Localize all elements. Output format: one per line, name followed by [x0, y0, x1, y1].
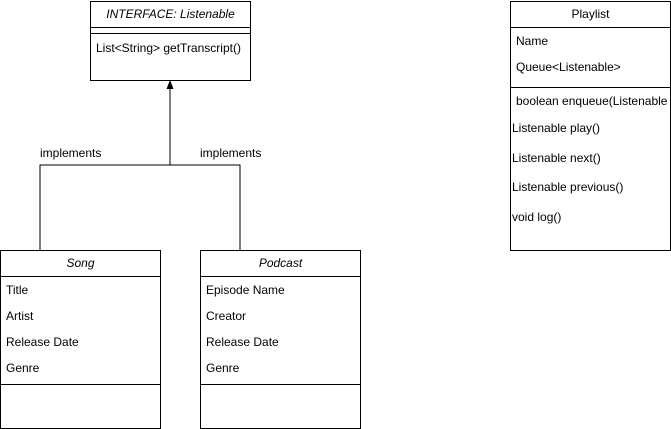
- implements-arrowhead: [166, 80, 174, 89]
- playlist-attribute: Name: [516, 34, 549, 48]
- playlist-attribute: Queue<Listenable>: [516, 60, 621, 74]
- song-implements-label: implements: [40, 146, 102, 160]
- podcast-implements-label: implements: [200, 146, 262, 160]
- class-divider: [201, 384, 360, 385]
- playlist-title: Playlist: [571, 7, 610, 21]
- song-attribute: Genre: [6, 361, 40, 375]
- podcast-attribute: Release Date: [206, 335, 279, 349]
- podcast-title: Podcast: [258, 256, 303, 270]
- playlist-method: Listenable play(): [512, 121, 601, 135]
- class-divider: [511, 87, 670, 88]
- song-attribute: Artist: [6, 309, 34, 323]
- playlist-method: Listenable next(): [512, 151, 601, 165]
- playlist-method: void log(): [512, 210, 562, 224]
- podcast-class: Podcast Episode Name Creator Release Dat…: [200, 250, 361, 429]
- playlist-method: boolean enqueue(Listenable: [516, 94, 668, 108]
- song-class: Song Title Artist Release Date Genre: [0, 250, 161, 429]
- class-divider: [91, 27, 250, 28]
- song-implements-line: [39, 164, 241, 250]
- podcast-attribute: Creator: [206, 309, 247, 323]
- class-divider: [511, 27, 670, 28]
- song-attribute: Title: [6, 283, 29, 297]
- playlist-class: Playlist Name Queue<Listenable> boolean …: [510, 1, 671, 251]
- playlist-method: Listenable previous(): [512, 180, 624, 194]
- interface-listenable-class: INTERFACE: Listenable List<String> getTr…: [90, 1, 251, 81]
- song-attribute: Release Date: [6, 335, 79, 349]
- interface-method: List<String> getTranscript(): [96, 41, 241, 55]
- class-divider: [91, 33, 250, 34]
- song-title: Song: [66, 256, 95, 270]
- podcast-attribute: Episode Name: [206, 283, 285, 297]
- class-divider: [1, 276, 160, 277]
- class-divider: [1, 384, 160, 385]
- podcast-attribute: Genre: [206, 361, 240, 375]
- interface-title: INTERFACE: Listenable: [106, 7, 235, 21]
- class-divider: [201, 276, 360, 277]
